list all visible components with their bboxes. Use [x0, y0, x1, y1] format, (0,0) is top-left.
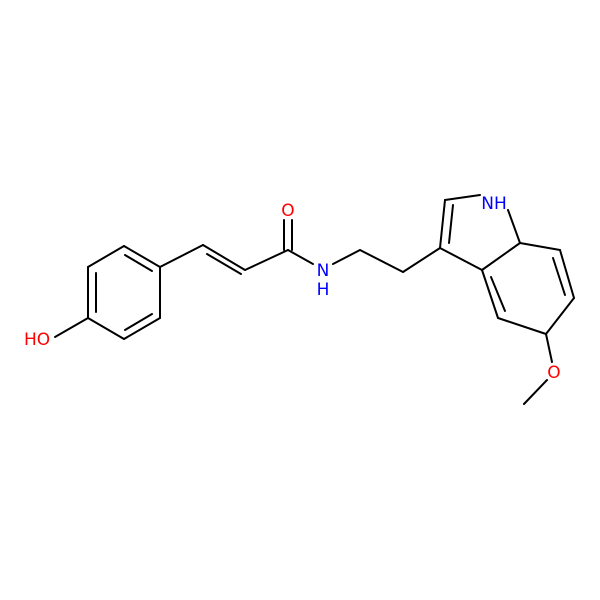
bond: [124, 254, 153, 272]
bond: [552, 257, 566, 296]
bond: [481, 242, 521, 271]
bond: [54, 317, 89, 338]
bond: [159, 244, 204, 268]
bond: [490, 276, 506, 312]
bond: [545, 333, 553, 363]
bond: [523, 379, 548, 405]
carbonyl-oxygen-label: O: [281, 201, 294, 221]
bond: [519, 242, 561, 251]
bond: [87, 317, 125, 340]
bond: [439, 199, 446, 249]
bond: [559, 249, 575, 299]
bond: [481, 269, 499, 319]
bond: [244, 249, 289, 271]
bond: [202, 244, 246, 271]
bond: [332, 249, 361, 265]
bond: [448, 204, 454, 244]
bond: [124, 313, 153, 331]
bond: [87, 245, 125, 268]
bond: [439, 247, 483, 271]
bond: [497, 317, 547, 335]
indole-nh-label: NH: [481, 194, 507, 214]
bonds: [54, 194, 575, 405]
amide-nitrogen-label: N: [317, 261, 330, 281]
bond: [359, 249, 404, 273]
methoxy-oxygen-label: O: [547, 363, 560, 383]
atom-labels: HO O N H NH O: [24, 194, 561, 383]
bond: [206, 253, 242, 275]
bond: [123, 317, 161, 340]
hydroxyl-label: HO: [24, 330, 50, 350]
bond: [123, 245, 161, 268]
amide-hydrogen-label: H: [317, 280, 330, 300]
bond: [287, 249, 314, 265]
bond: [402, 247, 441, 273]
bond: [545, 297, 575, 335]
bond: [507, 209, 521, 244]
bond: [444, 194, 481, 201]
